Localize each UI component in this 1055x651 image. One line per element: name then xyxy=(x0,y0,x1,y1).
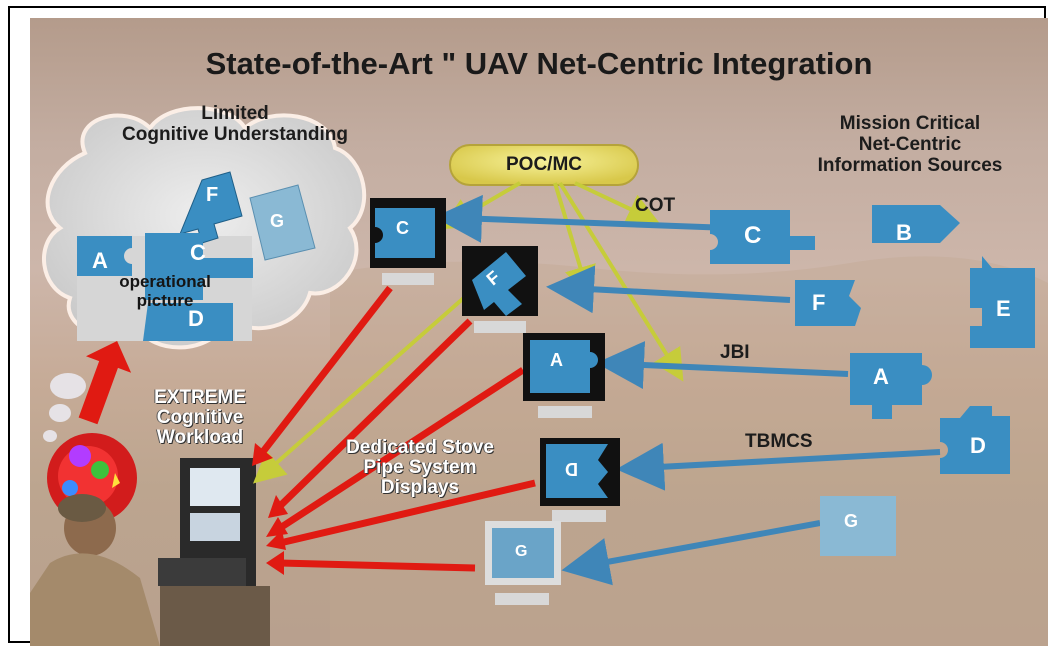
cloud-piece-c xyxy=(145,233,253,300)
stovepipe-label-line: Dedicated Stove xyxy=(346,437,494,458)
slide: State-of-the-Art " UAV Net-Centric Integ… xyxy=(30,18,1048,646)
source-piece-g-letter: G xyxy=(844,511,859,531)
cloud-label-line: Limited xyxy=(201,103,269,124)
monitor-a-letter: A xyxy=(550,350,563,370)
cloud-piece-d-letter: D xyxy=(188,306,204,331)
slide-frame: State-of-the-Art " UAV Net-Centric Integ… xyxy=(8,6,1048,646)
poc-capsule xyxy=(449,144,639,186)
diagram-graphics xyxy=(30,106,1048,646)
monitor-d xyxy=(540,438,620,522)
cloud-label: Limited Cognitive Understanding xyxy=(120,103,350,146)
sources-label-line: Mission Critical xyxy=(839,113,981,134)
blue-arrows xyxy=(434,194,941,586)
cloud-piece-d xyxy=(143,303,233,341)
poc-label: POC/MC xyxy=(506,154,582,175)
stovepipe-label-line: Displays xyxy=(380,476,460,498)
source-piece-e-letter: E xyxy=(996,296,1011,321)
operational-picture-label: operational picture xyxy=(70,272,260,310)
up-arrow xyxy=(78,341,132,425)
monitor-d-letter: D xyxy=(565,459,578,479)
monitor-c xyxy=(370,198,446,285)
monitor-g-letter: G xyxy=(515,543,528,560)
red-arrows xyxy=(259,285,536,572)
cloud-piece-f xyxy=(179,171,243,244)
workload-label: EXTREME Cognitive Workload xyxy=(130,388,270,448)
stovepipe-label-line: Pipe System xyxy=(363,456,477,478)
source-piece-c-letter: C xyxy=(744,222,762,249)
cloud-piece-f-letter: F xyxy=(206,184,219,206)
workload-label-line: EXTREME xyxy=(154,387,246,408)
source-piece-b-letter: B xyxy=(896,220,912,245)
red-arrowheads xyxy=(252,443,288,575)
source-piece-c xyxy=(710,210,815,264)
cloud-piece-g xyxy=(249,184,316,261)
source-piece-d-letter: D xyxy=(970,433,986,458)
sources-label: Mission Critical Net-Centric Information… xyxy=(790,113,1030,177)
feed-label-cot: COT xyxy=(635,195,676,216)
workload-label-line: Cognitive xyxy=(156,406,244,428)
cloud-piece-c-letter: C xyxy=(190,240,206,265)
operational-picture-line: picture xyxy=(136,290,194,310)
operator-station xyxy=(30,458,270,646)
cloud-piece-a-letter: A xyxy=(92,248,108,273)
source-piece-b xyxy=(872,205,960,243)
source-piece-d xyxy=(940,406,1010,474)
thought-bubble xyxy=(50,373,86,399)
cloud-piece-a xyxy=(77,236,132,276)
source-piece-a xyxy=(850,353,932,419)
thought-bubble xyxy=(43,430,57,442)
monitor-c-letter: C xyxy=(396,218,409,238)
operational-picture-line: operational xyxy=(119,272,211,291)
monitor-f xyxy=(462,246,538,333)
monitor-g xyxy=(485,521,561,605)
monitor-a xyxy=(523,333,605,418)
sources-label-line: Information Sources xyxy=(817,154,1003,176)
feed-label-jbi: JBI xyxy=(720,342,750,363)
source-piece-f-letter: F xyxy=(812,290,826,315)
stovepipe-label: Dedicated Stove Pipe System Displays xyxy=(315,438,525,498)
source-piece-a-letter: A xyxy=(873,364,889,389)
slide-title: State-of-the-Art " UAV Net-Centric Integ… xyxy=(205,46,873,81)
source-piece-e xyxy=(970,256,1035,348)
cloud-piece-g-letter: G xyxy=(270,211,285,231)
source-piece-f xyxy=(795,280,861,326)
source-piece-g xyxy=(820,496,896,556)
cloud-label-line: Cognitive Understanding xyxy=(122,123,348,145)
thought-bubble xyxy=(49,404,71,422)
sources-label-line: Net-Centric xyxy=(858,133,962,155)
feed-label-tbmcs: TBMCS xyxy=(745,431,813,452)
workload-label-line: Workload xyxy=(156,426,244,448)
